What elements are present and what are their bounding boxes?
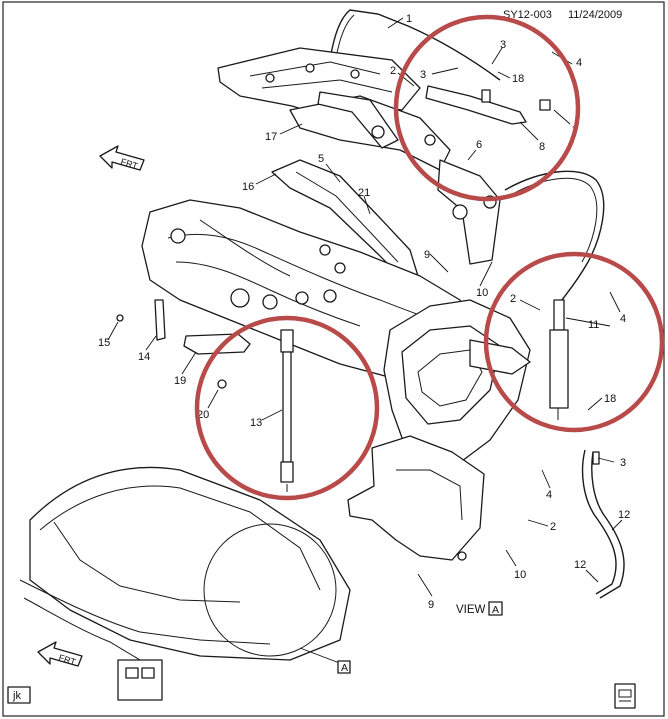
callout-1: 1 <box>406 13 412 25</box>
callout-10b: 10 <box>514 569 526 581</box>
callout-8: 8 <box>539 141 545 153</box>
detail-circle <box>203 523 337 657</box>
callout-12b: 12 <box>574 559 586 571</box>
hinge-linkage-assembly <box>217 9 501 281</box>
highlight-circle-top <box>393 14 581 202</box>
callout-9b: 9 <box>428 599 434 611</box>
callout-5: 5 <box>318 153 324 165</box>
callout-2b: 2 <box>510 293 516 305</box>
callout-11: 11 <box>588 319 599 331</box>
manual-icon <box>614 683 636 709</box>
callout-4b: 4 <box>620 313 626 325</box>
gas-strut-11 <box>549 299 569 420</box>
callout-3c: 3 <box>620 457 626 469</box>
view-ref-box <box>488 601 503 616</box>
lower-bracket <box>347 435 485 561</box>
header-date: 11/24/2009 <box>568 9 622 21</box>
callout-2c: 2 <box>550 521 556 533</box>
view-ref: A <box>492 604 499 616</box>
callout-2: 2 <box>390 65 396 77</box>
callout-labels: 1 2 3 3 18 4 7 8 6 17 5 16 21 9 10 2 4 1… <box>98 13 630 611</box>
callout-4: 4 <box>576 57 582 69</box>
vehicle-rear-view <box>19 466 351 701</box>
callout-3b: 3 <box>420 69 426 81</box>
callout-21: 21 <box>358 187 370 199</box>
leader-lines <box>107 17 623 597</box>
callout-14: 14 <box>138 351 150 363</box>
front-arrow-top: FRT <box>99 145 145 171</box>
header-code: SY12-003 <box>503 9 552 21</box>
callout-20: 20 <box>197 409 209 421</box>
top-cable <box>329 9 501 81</box>
detail-ref-box <box>337 660 351 674</box>
highlight-circle-left <box>194 315 380 501</box>
callout-10: 10 <box>476 287 488 299</box>
callout-16: 16 <box>242 181 254 193</box>
callout-13: 13 <box>250 417 262 429</box>
highlight-circles <box>194 14 665 501</box>
artist-initials-box <box>7 686 31 704</box>
center-body-structure <box>141 199 531 561</box>
callout-19: 19 <box>174 375 186 387</box>
callout-3: 3 <box>500 39 506 51</box>
callout-18b: 18 <box>604 393 616 405</box>
highlight-circle-right <box>483 251 665 433</box>
callout-4c: 4 <box>546 489 552 501</box>
callout-18: 18 <box>512 73 524 85</box>
link-14 <box>154 299 166 341</box>
actuator-8 <box>425 85 551 125</box>
callout-15: 15 <box>98 337 110 349</box>
gas-strut-13 <box>280 329 294 492</box>
callout-6: 6 <box>476 139 482 151</box>
callout-9: 9 <box>424 249 430 261</box>
callout-17: 17 <box>265 131 277 143</box>
artist-initials: jk <box>12 690 21 702</box>
callout-12: 12 <box>618 509 630 521</box>
detail-ref: A <box>341 662 348 674</box>
view-label: VIEW <box>456 604 486 616</box>
front-arrow-bottom: FRT <box>37 641 83 667</box>
